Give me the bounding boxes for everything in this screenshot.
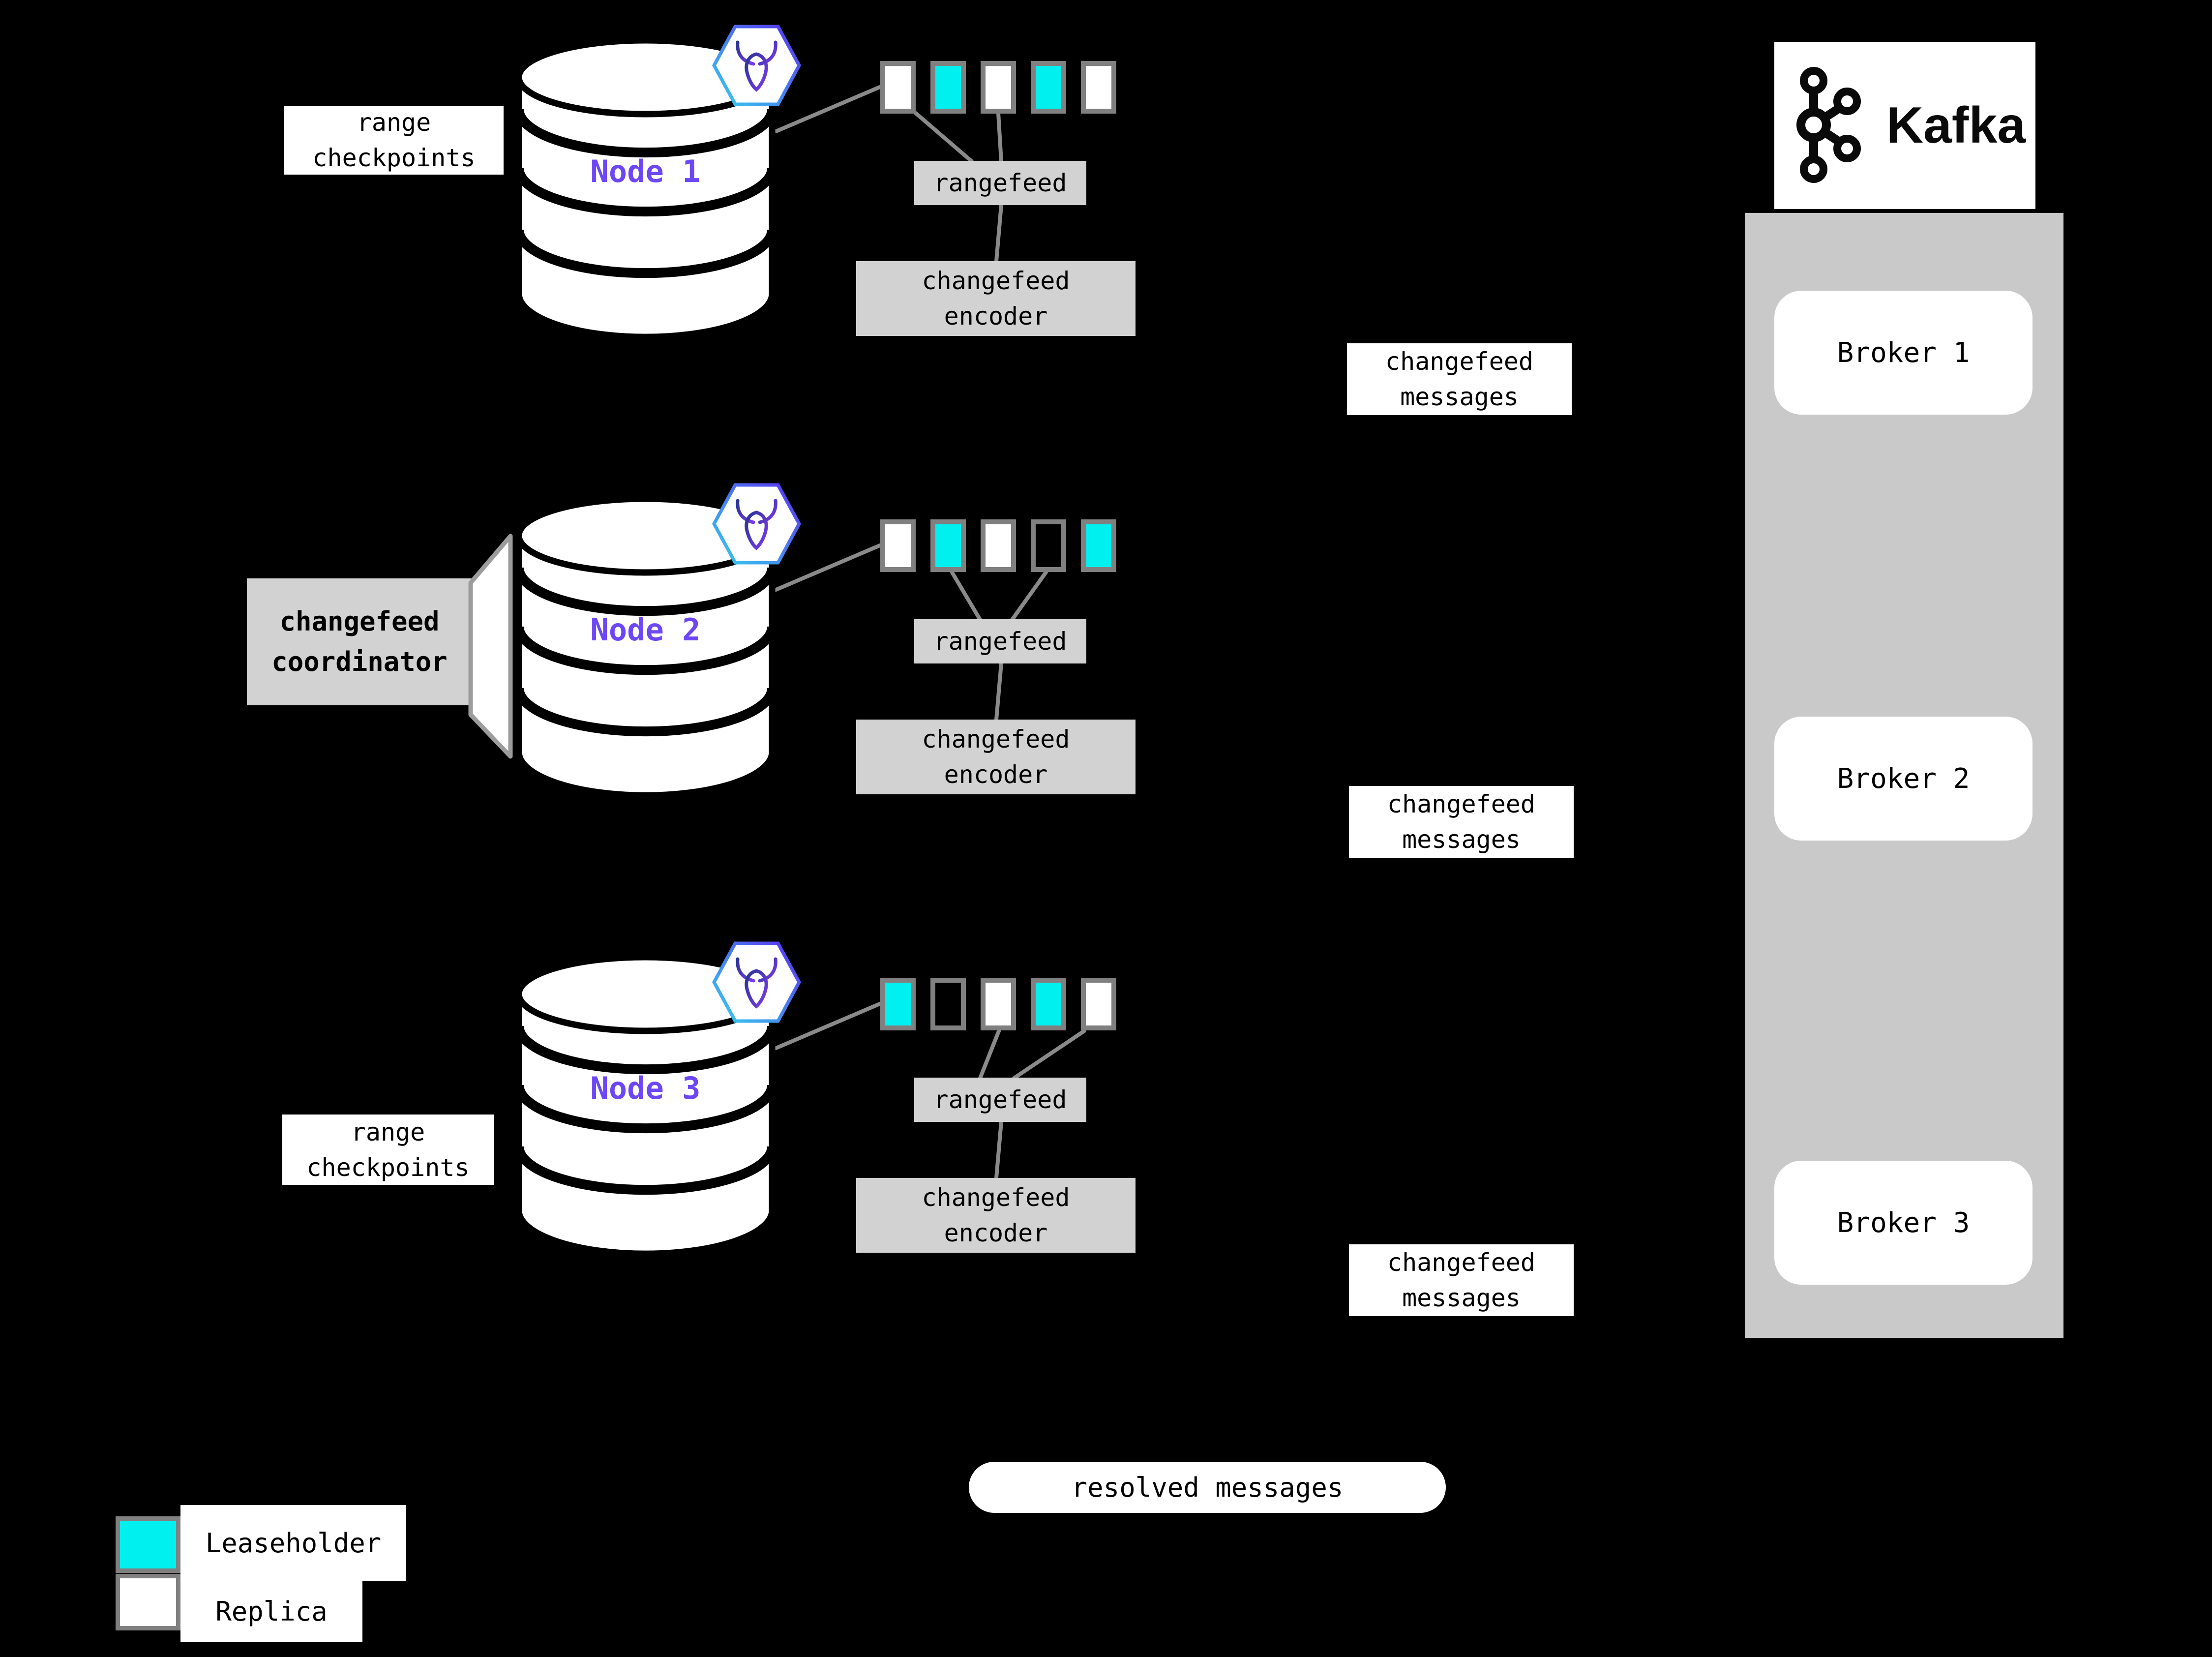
range-square xyxy=(981,519,1016,572)
changefeed-encoder-box-node-2: changefeed encoder xyxy=(856,720,1136,794)
broker-label: Broker 2 xyxy=(1837,762,1970,795)
range-square xyxy=(1081,519,1116,572)
range-square xyxy=(880,519,916,572)
cockroachdb-icon xyxy=(712,941,801,1023)
legend-leaseholder-label: Leaseholder xyxy=(180,1505,406,1581)
rangefeed-box-node-3: rangefeed xyxy=(914,1078,1086,1122)
range-square xyxy=(1031,61,1066,114)
range-checkpoints-label-node-3: range checkpoints xyxy=(282,1115,494,1185)
changefeed-messages-label-2: changefeed messages xyxy=(1349,786,1574,858)
legend-replica-swatch xyxy=(116,1574,180,1630)
broker-label: Broker 1 xyxy=(1837,336,1970,369)
node-3-cylinder xyxy=(515,954,776,1257)
kafka-broker-1: Broker 1 xyxy=(1774,291,2033,415)
range-square xyxy=(981,978,1016,1030)
kafka-broker-2: Broker 2 xyxy=(1774,717,2033,841)
kafka-logo-box: Kafka xyxy=(1774,42,2035,209)
range-square xyxy=(1081,978,1116,1030)
range-checkpoints-label-node-1: range checkpoints xyxy=(284,106,504,175)
range-square xyxy=(880,61,916,114)
changefeed-coordinator-box: changefeed coordinator xyxy=(247,578,472,705)
range-square xyxy=(1081,61,1116,114)
range-square xyxy=(930,61,966,114)
legend-leaseholder-swatch xyxy=(116,1516,180,1573)
coordinator-pointer-flag xyxy=(468,534,513,759)
range-square xyxy=(880,978,916,1030)
changefeed-encoder-box-node-3: changefeed encoder xyxy=(856,1178,1136,1253)
node-3-label: Node 3 xyxy=(590,1070,701,1106)
rangefeed-box-node-2: rangefeed xyxy=(914,619,1086,663)
broker-label: Broker 3 xyxy=(1837,1206,1970,1239)
range-square xyxy=(1031,978,1066,1030)
range-square xyxy=(981,61,1016,114)
kafka-broker-3: Broker 3 xyxy=(1774,1161,2033,1285)
node-1-label: Node 1 xyxy=(590,153,701,189)
arrow-tick-broker-3 xyxy=(2063,1220,2074,1223)
changefeed-messages-label-1: changefeed messages xyxy=(1347,343,1572,415)
kafka-title: Kafka xyxy=(1886,96,2026,154)
range-square xyxy=(1031,519,1066,572)
node-2-cylinder xyxy=(515,495,776,799)
cockroachdb-icon xyxy=(712,483,801,565)
kafka-logo-icon xyxy=(1796,67,1861,183)
rangefeed-box-node-1: rangefeed xyxy=(914,161,1086,205)
resolved-messages-pill: resolved messages xyxy=(969,1462,1446,1513)
range-square xyxy=(930,519,966,572)
changefeed-messages-label-3: changefeed messages xyxy=(1349,1244,1574,1316)
range-square xyxy=(930,978,966,1030)
legend-replica-label: Replica xyxy=(180,1581,362,1642)
node-1-cylinder xyxy=(515,37,776,340)
node-2-label: Node 2 xyxy=(590,612,701,648)
cockroachdb-icon xyxy=(712,25,801,106)
changefeed-encoder-box-node-1: changefeed encoder xyxy=(856,261,1136,336)
